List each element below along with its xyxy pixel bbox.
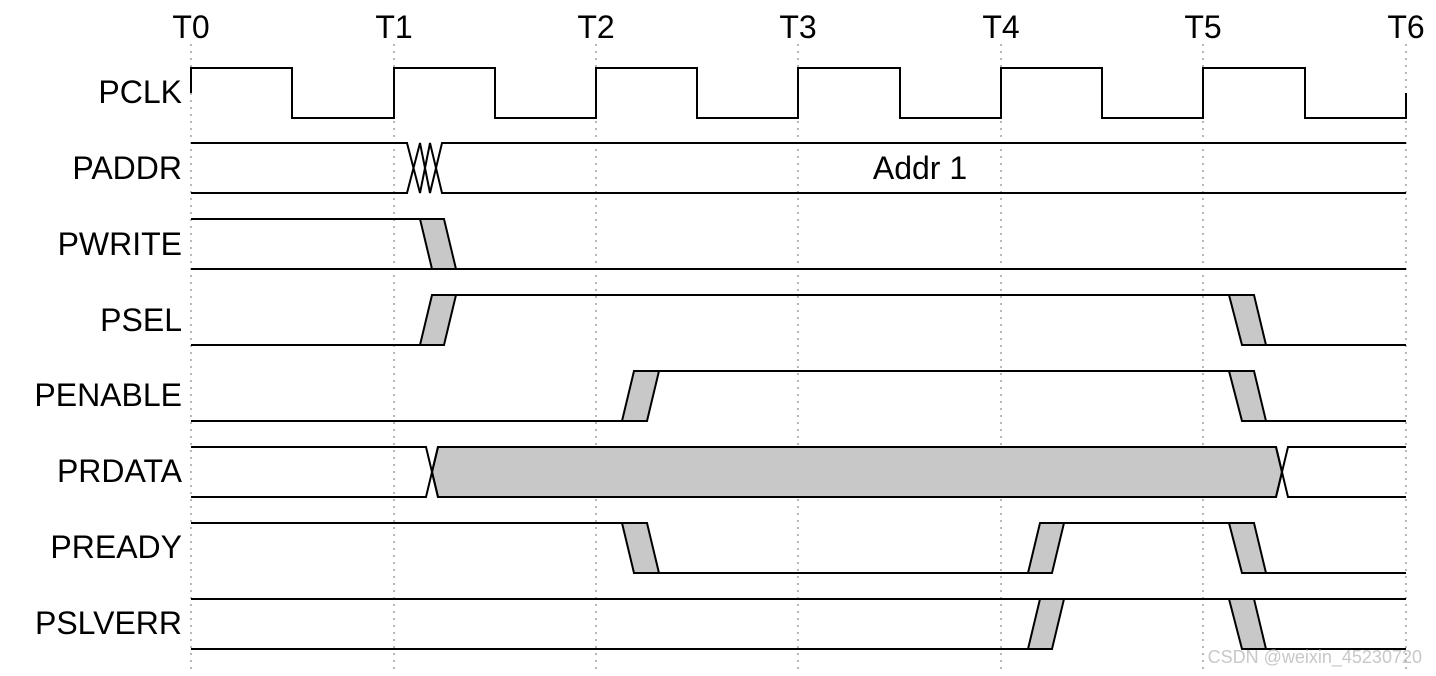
time-gridlines	[190, 44, 1407, 672]
signal-label-pready: PREADY	[50, 529, 182, 565]
psel-waveform	[191, 294, 1406, 346]
signal-labels: PCLK PADDR PWRITE PSEL PENABLE PRDATA PR…	[34, 74, 182, 641]
signal-label-psel: PSEL	[100, 302, 182, 338]
time-labels: T0 T1 T2 T3 T4 T5 T6	[172, 9, 1424, 45]
time-label-t2: T2	[577, 9, 614, 45]
watermark: CSDN @weixin_45230720	[1207, 647, 1422, 667]
time-label-t6: T6	[1387, 9, 1424, 45]
time-label-t5: T5	[1184, 9, 1221, 45]
time-label-t0: T0	[172, 9, 209, 45]
signal-label-penable: PENABLE	[34, 377, 182, 413]
paddr-value: Addr 1	[873, 150, 967, 186]
signal-label-pslverr: PSLVERR	[35, 605, 182, 641]
time-label-t3: T3	[779, 9, 816, 45]
prdata-waveform	[191, 446, 1406, 498]
paddr-waveform: Addr 1	[191, 142, 1406, 194]
time-label-t1: T1	[375, 9, 412, 45]
signal-label-paddr: PADDR	[72, 150, 182, 186]
signal-label-pclk: PCLK	[98, 74, 182, 110]
penable-waveform	[191, 370, 1406, 422]
pclk-waveform	[190, 67, 1407, 119]
signal-label-pwrite: PWRITE	[58, 226, 182, 262]
time-label-t4: T4	[982, 9, 1019, 45]
signal-label-prdata: PRDATA	[57, 453, 183, 489]
pready-waveform	[191, 522, 1406, 574]
pwrite-waveform	[191, 218, 1406, 270]
pslverr-waveform	[191, 598, 1406, 650]
